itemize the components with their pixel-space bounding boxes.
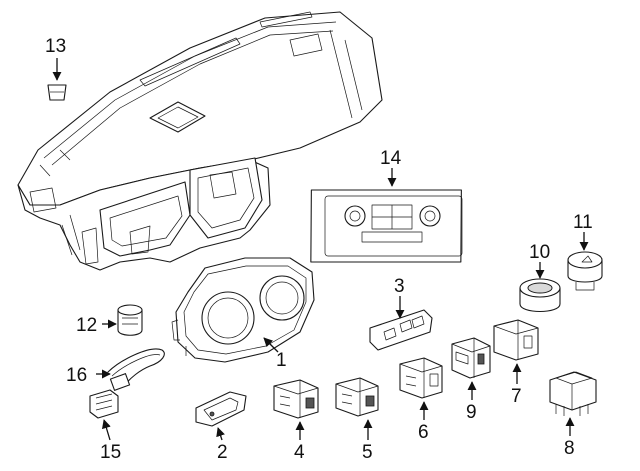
callout-7: 7 xyxy=(511,386,522,407)
callout-14: 14 xyxy=(380,148,402,169)
part-11-push-switch xyxy=(567,251,603,291)
part-3-switch-assembly xyxy=(369,309,433,351)
callout-3: 3 xyxy=(394,276,405,297)
callout-5: 5 xyxy=(362,442,373,463)
callout-4: 4 xyxy=(294,442,305,463)
instrument-panel-illustration xyxy=(17,11,383,271)
callout-15: 15 xyxy=(100,442,121,463)
callout-leaders xyxy=(52,58,589,441)
part-14-control-panel xyxy=(310,189,463,263)
callout-10: 10 xyxy=(529,242,550,263)
callout-2: 2 xyxy=(217,442,228,463)
part-13-clip xyxy=(47,84,67,101)
callout-1: 1 xyxy=(276,350,287,371)
part-16-harness xyxy=(107,348,165,391)
callout-9: 9 xyxy=(466,402,477,423)
part-1-instrument-cluster xyxy=(171,257,315,363)
part-8-switch xyxy=(549,371,597,416)
callout-16: 16 xyxy=(66,365,87,386)
callout-6: 6 xyxy=(418,422,429,443)
callout-12: 12 xyxy=(76,315,97,336)
part-15-connector xyxy=(89,389,119,419)
callout-numbers: 13 14 11 10 3 12 1 16 7 9 6 2 4 5 8 15 xyxy=(45,36,593,463)
callout-13: 13 xyxy=(45,36,66,57)
part-5-switch xyxy=(335,377,379,417)
callout-8: 8 xyxy=(564,438,575,459)
part-9-switch xyxy=(451,337,491,379)
part-2-switch xyxy=(195,391,247,427)
part-6-switch xyxy=(399,357,443,399)
callout-11: 11 xyxy=(573,212,593,233)
part-10-round-switch xyxy=(519,278,561,313)
part-12-switch xyxy=(117,304,143,336)
part-7-switch xyxy=(493,319,539,361)
part-4-switch xyxy=(273,379,319,419)
